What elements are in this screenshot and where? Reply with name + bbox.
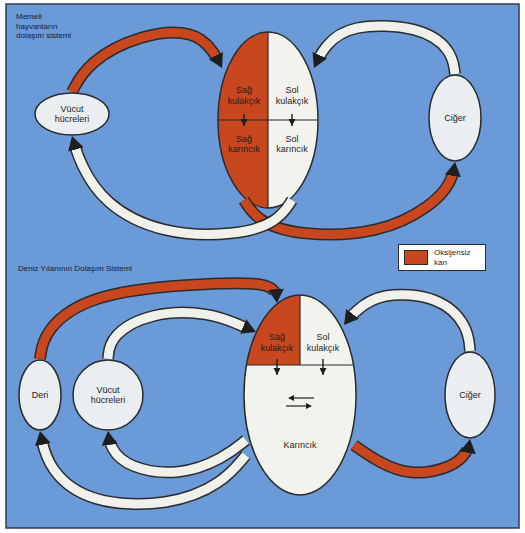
heart-chamber: Sağ kulakçık — [222, 40, 266, 114]
heart-valve-line — [218, 119, 318, 120]
organ-label: Sağ kulakçık — [257, 332, 297, 353]
organ-label: Sol kulakçık — [303, 332, 343, 353]
vessel-fill — [344, 295, 470, 351]
vessel-outline — [314, 26, 455, 74]
organ-oval: Vücut hücreleri — [34, 92, 110, 136]
vessel-outline — [40, 283, 277, 359]
flow-line — [276, 359, 277, 375]
legend-box: Oksijensiz kan — [398, 244, 486, 271]
blood-vessel — [72, 33, 222, 92]
section-title: Memeli hayvanların dolaşım sistemi — [16, 12, 78, 41]
organ-shape — [445, 352, 495, 438]
vessel-outline — [344, 295, 470, 351]
mixing-arrow — [293, 397, 314, 398]
heart-chamber: Karıncık — [246, 375, 354, 480]
legend-text: Oksijensiz kan — [434, 248, 480, 267]
heart-chamber: Sol karıncık — [270, 126, 314, 200]
mammal-heart — [218, 32, 318, 208]
flow-arrow — [276, 359, 277, 375]
organ-oval: Deri — [18, 359, 62, 431]
heart-chamber: Sol kulakçık — [302, 303, 344, 359]
blood-vessel — [40, 283, 277, 359]
organ-oval: Ciğer — [428, 74, 482, 162]
heart-valve-line — [247, 364, 354, 365]
organ-shape — [35, 93, 109, 135]
blood-vessel — [344, 295, 470, 351]
flow-line — [291, 114, 292, 126]
vessel-fill — [40, 431, 246, 504]
heart-chamber: Sağ karıncık — [222, 126, 266, 200]
organ-oval: Ciğer — [444, 351, 496, 439]
vessel-fill — [108, 313, 256, 359]
heart-shape — [244, 295, 356, 495]
background-panel — [6, 4, 519, 528]
mixing-arrow-head — [288, 395, 294, 401]
flow-line — [243, 114, 244, 126]
vessel-fill — [72, 33, 222, 92]
legend-swatch — [404, 250, 428, 265]
organ-label: Sol karıncık — [271, 134, 313, 155]
heart-outline — [244, 295, 356, 495]
blood-vessel — [40, 431, 246, 504]
section-title: Deniz Yılanının Dolaşım Sistemi — [18, 264, 132, 274]
mixing-arrow-head — [306, 403, 312, 409]
mixing-arrow — [286, 405, 307, 406]
organ-oval: Vücut hücreleri — [72, 359, 144, 431]
organ-label: Deri — [32, 390, 49, 400]
organ-label: Sağ karıncık — [223, 134, 265, 155]
organ-shape — [429, 75, 481, 161]
organ-label: Karıncık — [283, 440, 316, 450]
heart-chamber: Sol kulakçık — [270, 40, 314, 114]
heart-septum — [299, 295, 300, 365]
vessel-outline — [108, 431, 246, 472]
flow-arrow — [323, 359, 324, 375]
legend-row: Oksijensiz kan — [404, 248, 480, 267]
organ-label: Vücut hücreleri — [85, 385, 131, 406]
organ-label: Vücut hücreleri — [49, 104, 95, 125]
organ-label: Sağ kulakçık — [223, 85, 265, 106]
blood-vessel — [354, 439, 470, 473]
flow-arrow — [292, 114, 293, 126]
heart-right-atrium-fill — [247, 295, 300, 365]
flow-line — [322, 359, 323, 375]
flow-arrow — [244, 114, 245, 126]
organ-shape — [19, 360, 61, 430]
vessel-fill — [354, 439, 470, 473]
blood-vessel — [314, 26, 455, 74]
vessel-outline — [72, 33, 222, 92]
blood-vessel — [108, 313, 256, 359]
organ-label: Ciğer — [444, 113, 466, 123]
organ-shape — [73, 360, 143, 430]
vessel-fill — [108, 431, 246, 472]
blood-vessel — [108, 431, 246, 472]
vessel-outline — [108, 313, 256, 359]
vessel-fill — [40, 283, 277, 359]
organ-label: Ciğer — [459, 390, 481, 400]
vessel-fill — [314, 26, 455, 74]
vessel-outline — [354, 439, 470, 473]
heart-outline — [218, 32, 318, 208]
heart-chamber: Sağ kulakçık — [256, 303, 298, 359]
organ-label: Sol kulakçık — [271, 85, 313, 106]
vessel-outline — [40, 431, 246, 504]
heart-shape — [218, 32, 318, 208]
reptile-heart — [244, 295, 356, 495]
